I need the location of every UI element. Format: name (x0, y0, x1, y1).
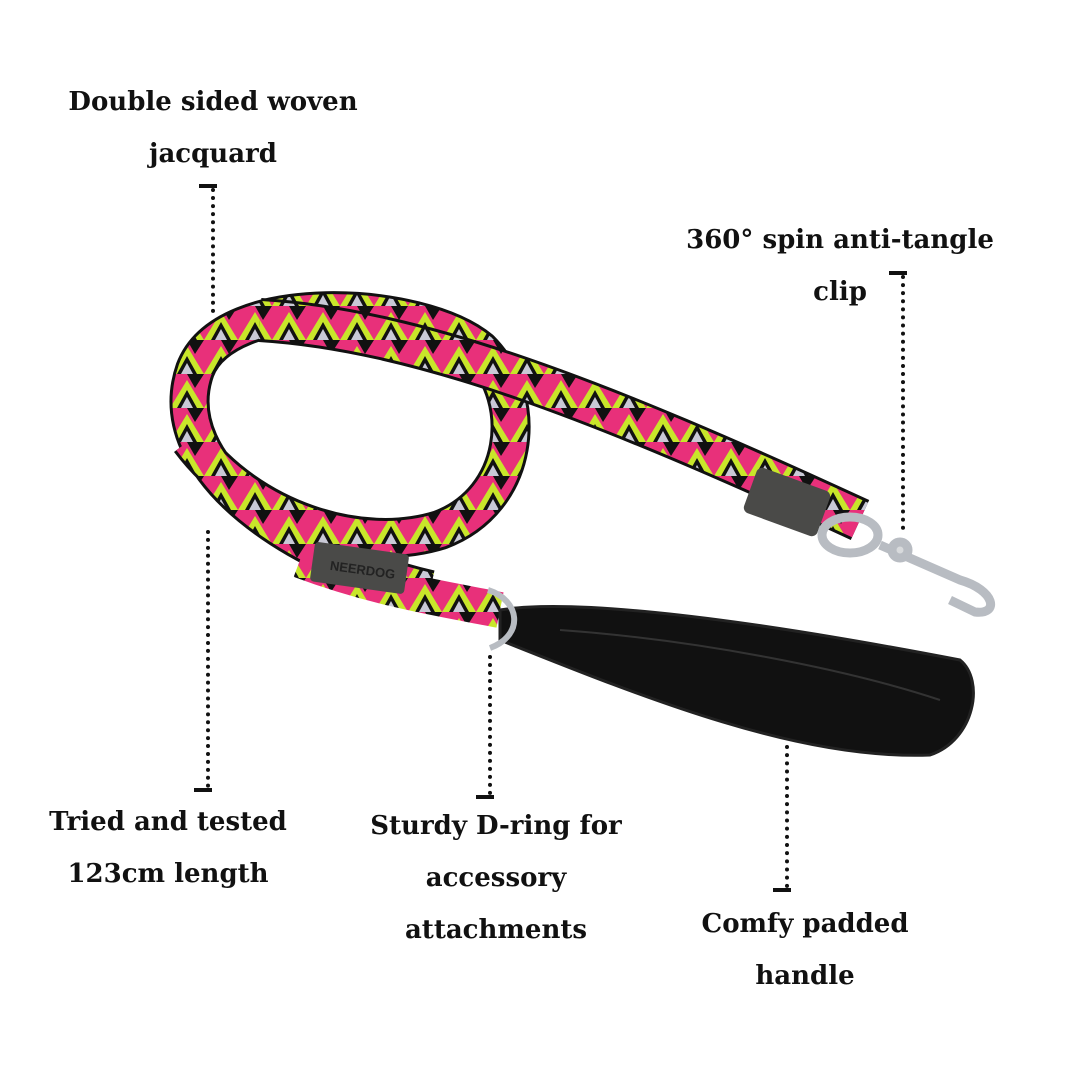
callout-cap (194, 788, 212, 792)
clip-tag (743, 467, 831, 537)
label-spin-clip: 360° spin anti-tangle clip (686, 214, 994, 318)
label-woven-jacquard: Double sided woven jacquard (68, 76, 357, 180)
callout-line-dring (488, 655, 492, 795)
label-line: clip (813, 277, 867, 307)
callout-cap (889, 271, 907, 275)
label-line: accessory (425, 863, 567, 893)
callout-cap (773, 888, 791, 892)
callout-line-jacquard (211, 188, 215, 313)
label-line: 360° spin anti-tangle (686, 225, 994, 255)
label-d-ring: Sturdy D-ring for accessory attachments (370, 800, 621, 956)
label-padded-handle: Comfy padded handle (702, 898, 909, 1002)
label-line: Double sided woven (68, 87, 358, 117)
label-line: Comfy padded (701, 909, 909, 939)
label-line: Tried and tested (49, 807, 287, 837)
callout-line-handle (785, 745, 789, 888)
callout-cap (199, 184, 217, 188)
d-ring (486, 587, 518, 651)
label-line: handle (755, 961, 855, 991)
callout-cap (476, 795, 494, 799)
padded-handle (498, 605, 975, 757)
label-line: attachments (404, 915, 588, 945)
label-line: Sturdy D-ring for (370, 811, 622, 841)
label-line: 123cm length (67, 859, 269, 889)
swivel-clip (817, 512, 996, 617)
callout-line-clip (901, 275, 905, 530)
callout-line-length (206, 530, 210, 788)
brand-tag (310, 542, 409, 594)
label-line: jacquard (149, 139, 277, 169)
label-length: Tried and tested 123cm length (49, 796, 287, 900)
